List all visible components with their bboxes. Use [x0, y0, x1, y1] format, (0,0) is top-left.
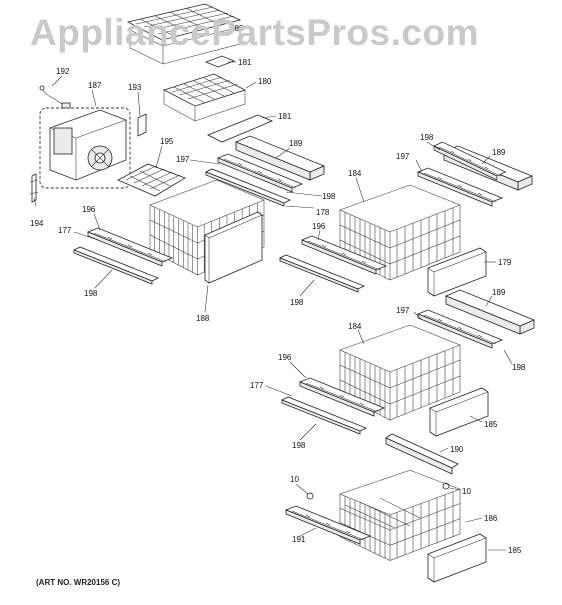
callout-195: 195: [160, 137, 174, 146]
callout-196b: 196: [312, 222, 326, 231]
cover-195: [117, 163, 186, 197]
callout-189b: 189: [492, 148, 506, 157]
fan-assembly-187: [39, 107, 131, 189]
callout-198f: 198: [292, 441, 306, 450]
front-179: [427, 247, 487, 297]
callout-179: 179: [498, 258, 512, 267]
callout-196a: 196: [82, 205, 96, 214]
callout-189c: 189: [492, 288, 506, 297]
callout-198b: 198: [420, 133, 434, 142]
callout-198d: 198: [290, 298, 304, 307]
screw-10a: [306, 492, 314, 500]
callout-193: 193: [128, 83, 142, 92]
callout-187: 187: [88, 81, 102, 90]
basket-186: [339, 469, 461, 561]
callout-10a: 10: [290, 475, 299, 484]
callout-197a: 197: [176, 155, 190, 164]
callout-184a: 184: [348, 169, 362, 178]
callout-181b: 181: [278, 112, 292, 121]
callout-10b: 10: [462, 487, 471, 496]
callout-labels: 182 181 180 181 192 187 193 195 194 189 …: [30, 24, 526, 555]
callout-197c: 197: [396, 306, 410, 315]
basket-188: [149, 179, 265, 284]
callout-188: 188: [196, 314, 210, 323]
front-185a: [429, 387, 489, 437]
front-185b: [427, 533, 487, 583]
shelf-182: [126, 3, 242, 65]
callout-181a: 181: [238, 58, 252, 67]
callout-177a: 177: [58, 226, 72, 235]
callout-177b: 177: [250, 381, 264, 390]
callout-191: 191: [292, 535, 306, 544]
callout-192: 192: [56, 67, 70, 76]
wire-harness-192: [39, 85, 71, 109]
leader-lines: [33, 61, 513, 551]
callout-185a: 185: [484, 420, 498, 429]
shelf-180: [162, 73, 247, 122]
callout-186: 186: [484, 514, 498, 523]
callout-194: 194: [30, 219, 44, 228]
callout-196c: 196: [278, 353, 292, 362]
callout-182: 182: [230, 24, 244, 33]
watermark: AppliancePartsPros.com: [30, 12, 479, 53]
callout-198a: 198: [322, 192, 336, 201]
callout-180: 180: [258, 77, 272, 86]
bracket-193: [137, 113, 147, 137]
callout-178: 178: [316, 208, 330, 217]
guide-194: [29, 173, 39, 203]
callout-198e: 198: [512, 363, 526, 372]
callout-189a: 189: [289, 139, 303, 148]
shelf-181-lower-trim: [207, 114, 274, 143]
callout-190: 190: [450, 445, 464, 454]
callout-198c: 198: [84, 289, 98, 298]
callout-185b: 185: [508, 546, 522, 555]
bar-190: [385, 433, 459, 475]
callout-184b: 184: [348, 322, 362, 331]
shelf-181-upper-trim: [204, 55, 236, 68]
art-number: (ART NO. WR20156 C): [36, 578, 121, 587]
callout-197b: 197: [396, 152, 410, 161]
